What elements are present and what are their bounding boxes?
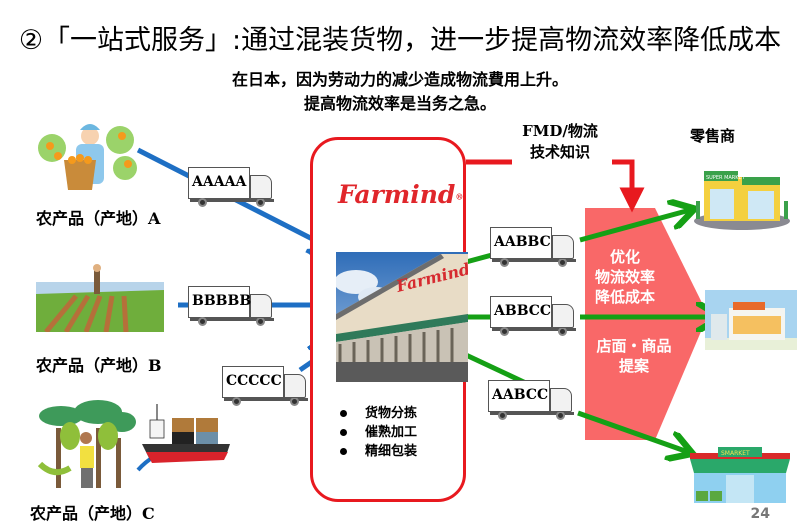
truck-code: AABCC: [492, 387, 549, 403]
wheel-icon: [256, 317, 265, 326]
bullet-icon: [340, 429, 347, 436]
wheel-icon: [500, 327, 509, 336]
truck-code: BBBBB: [192, 293, 252, 309]
service-label: 货物分拣: [365, 406, 418, 421]
subtitle-line-2: 提高物流效率是当务之急。: [303, 94, 496, 113]
truck-chassis: [492, 328, 576, 331]
truck-code: ABBCC: [494, 303, 552, 319]
truck-aabcc: AABCC: [488, 380, 578, 424]
warehouse-photo: Farmind: [336, 252, 468, 382]
service-item: 货物分拣: [340, 404, 417, 423]
service-label: 精细包装: [365, 444, 418, 459]
retail-title: 零售商: [690, 127, 736, 145]
value-panel-text-1: 优化 物流效率 降低成本: [585, 247, 665, 307]
wheel-icon: [558, 327, 567, 336]
logo-text: Farmind: [338, 180, 456, 209]
value-line-1: 优化: [609, 248, 640, 266]
origin-b-label: 农产品（产地）B: [36, 356, 162, 375]
bullet-icon: [340, 410, 347, 417]
origin-a-label: 农产品（产地）A: [36, 209, 161, 228]
truck-abbcc: ABBCC: [490, 296, 580, 340]
value-line-5: 提案: [618, 357, 649, 375]
truck-chassis: [490, 412, 574, 415]
farmer-orange-icon: [30, 118, 140, 194]
value-line-3: 降低成本: [594, 288, 655, 306]
truck-chassis: [190, 199, 274, 202]
knowhow-line-2: 技术知识: [529, 143, 590, 161]
truck-bbbbb: BBBBB: [188, 286, 278, 330]
service-label: 催熟加工: [365, 425, 418, 440]
page-title: ②「一站式服务」:通过混装货物，进一步提高物流效率降低成本: [18, 25, 782, 56]
subtitle-line-1: 在日本，因为劳动力的减少造成物流費用上升。: [231, 70, 568, 89]
wheel-icon: [556, 411, 565, 420]
outbound-line-1: [465, 252, 493, 265]
farmind-logo: Farmind®: [338, 180, 463, 209]
truck-code: AABBC: [494, 234, 551, 250]
wheel-icon: [558, 258, 567, 267]
wheel-icon: [198, 198, 207, 207]
truck-aabbc: AABBC: [490, 227, 580, 271]
wheel-icon: [232, 397, 241, 406]
bullet-icon: [340, 448, 347, 455]
outbound-arrow-3: [577, 410, 688, 452]
convenience-sign: SMARKET: [721, 450, 750, 457]
knowhow-arrow: [612, 159, 645, 213]
wheel-icon: [198, 317, 207, 326]
wheel-icon: [498, 411, 507, 420]
page-number: 24: [750, 506, 770, 522]
service-item: 精细包装: [340, 442, 417, 461]
registered-mark: ®: [455, 191, 464, 202]
truck-code: CCCCC: [226, 373, 282, 389]
origin-c-label: 农产品（产地）C: [30, 504, 155, 523]
truck-chassis: [224, 398, 308, 401]
supermarket-icon: SUPER MARKET: [692, 165, 792, 230]
hub-services-list: 货物分拣 催熟加工 精细包装: [340, 404, 417, 461]
wheel-icon: [500, 258, 509, 267]
cargo-ship-icon: [140, 398, 235, 463]
banana-farmer-icon: [36, 398, 136, 490]
truck-aaaaa: AAAAA: [188, 167, 278, 211]
outbound-arrow-1: [579, 210, 690, 243]
knowhow-line-1: FMD/物流: [522, 122, 598, 140]
wheel-icon: [290, 397, 299, 406]
value-panel-shape: [585, 208, 708, 440]
truck-ccccc: CCCCC: [222, 366, 312, 410]
value-panel-text-2: 店面・商品 提案: [590, 336, 678, 376]
truck-chassis: [492, 259, 576, 262]
value-line-2: 物流效率: [594, 268, 655, 286]
truck-code: AAAAA: [192, 174, 247, 190]
shop-icon: [705, 290, 797, 350]
truck-chassis: [190, 318, 274, 321]
service-item: 催熟加工: [340, 423, 417, 442]
wheel-icon: [256, 198, 265, 207]
farm-field-icon: [36, 262, 164, 334]
value-line-4: 店面・商品: [596, 337, 672, 355]
convenience-store-icon: SMARKET: [690, 447, 790, 505]
knowhow-label: FMD/物流 技术知识: [505, 121, 615, 163]
supermarket-sign: SUPER MARKET: [706, 175, 746, 181]
